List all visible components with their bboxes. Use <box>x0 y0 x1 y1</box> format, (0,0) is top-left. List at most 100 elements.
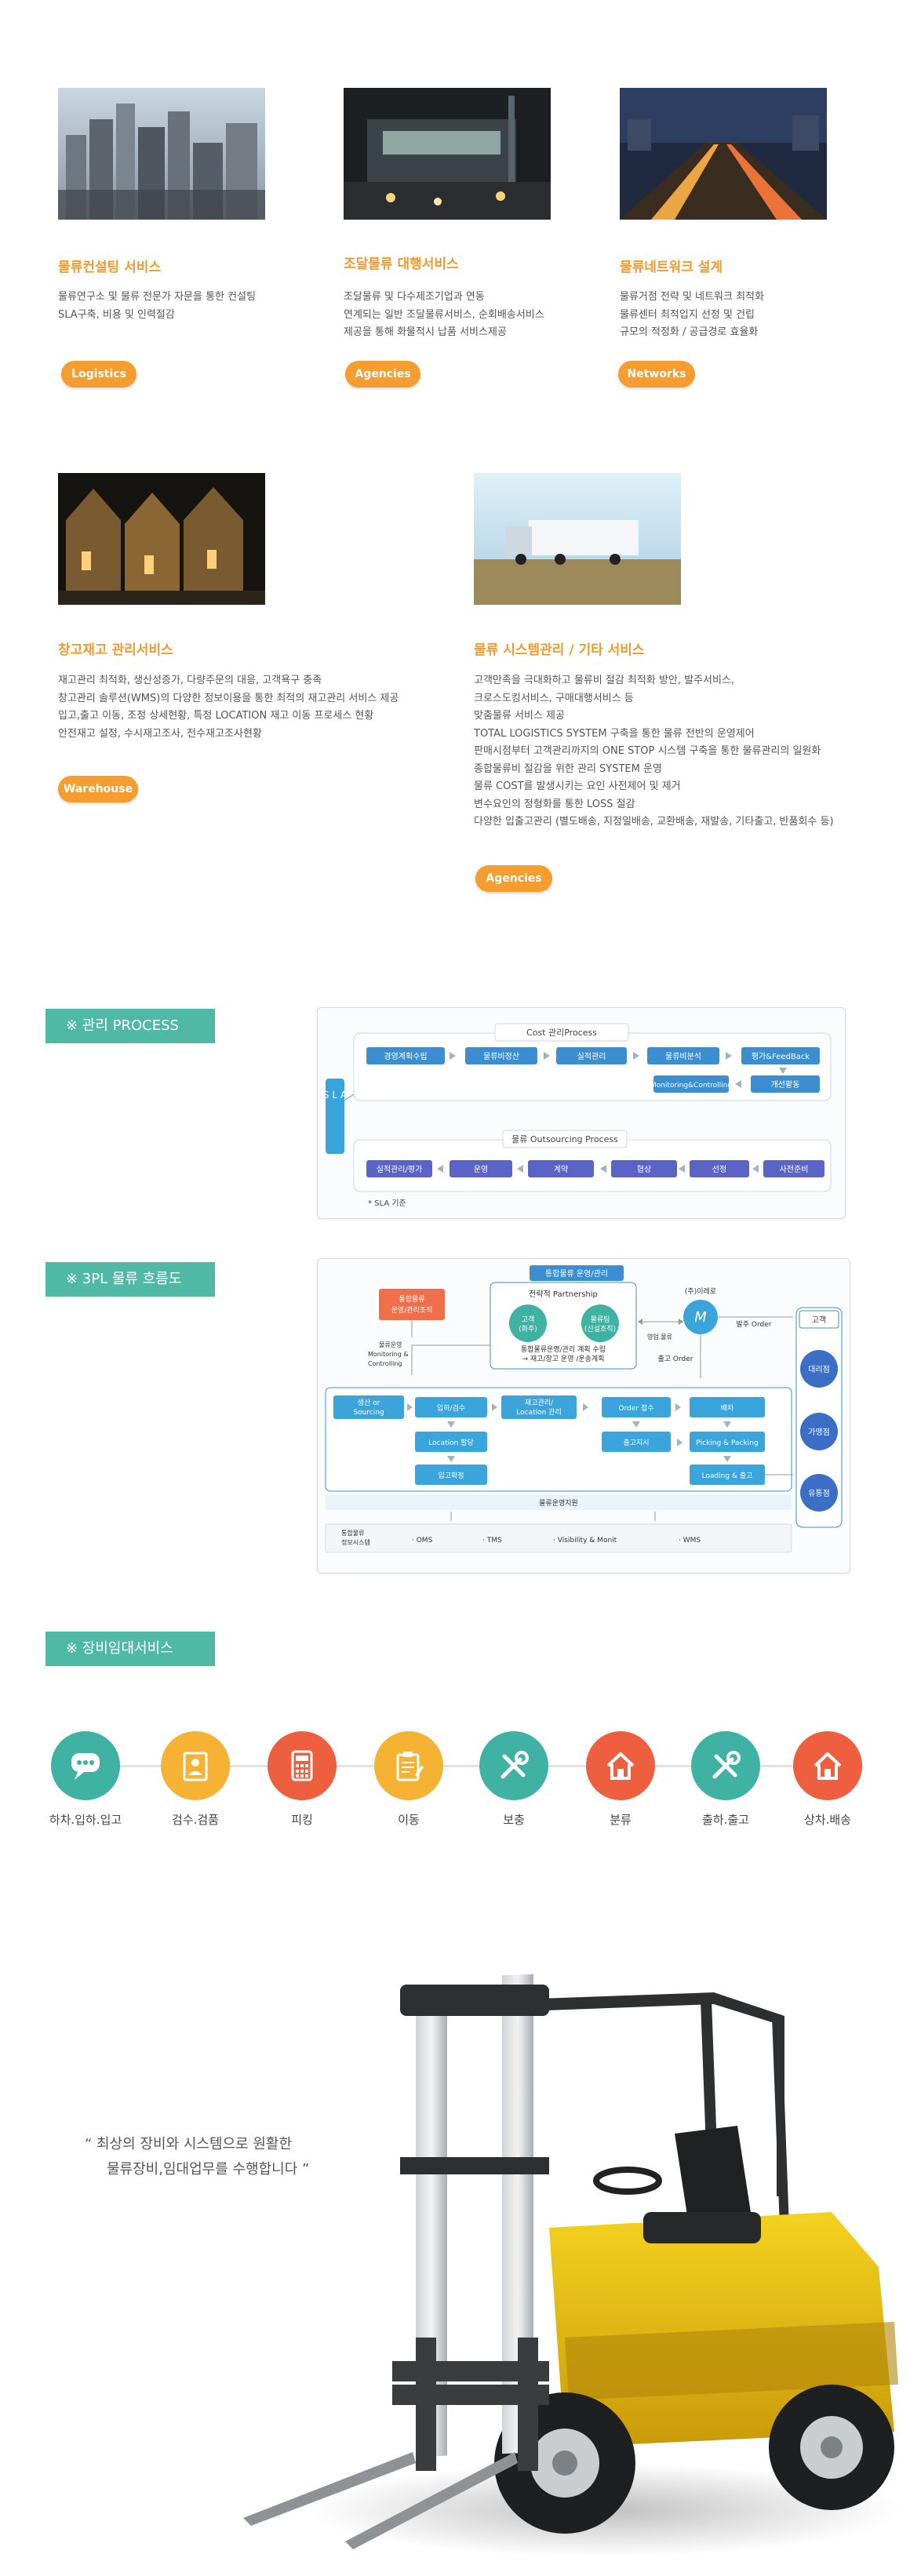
warehouse-button[interactable]: Warehouse <box>58 776 138 802</box>
desc-line: 물류거점 전략 및 네트워크 최적화 <box>620 291 764 303</box>
support-label: 물류운영지원 <box>539 1499 578 1508</box>
rental-item-inspection: 검수.검품 <box>152 1731 238 1828</box>
system-tms: · TMS <box>482 1537 502 1545</box>
house-icon <box>586 1731 655 1800</box>
tools-icon <box>691 1731 760 1800</box>
agencies-button[interactable]: Agencies <box>345 361 420 387</box>
rental-label: 보충 <box>503 1813 525 1827</box>
desc-line: SLA구축, 비용 및 인력절감 <box>58 308 175 321</box>
service-title-system: 물류 시스템관리 / 기타 서비스 <box>474 642 645 658</box>
client-label: 고객 <box>522 1315 535 1324</box>
order-out-label: 출고 Order <box>658 1355 693 1363</box>
rental-label: 하차.입하.입고 <box>49 1813 122 1827</box>
provider-sub: (신설조직) <box>584 1325 616 1333</box>
calculator-icon <box>268 1731 337 1800</box>
desc-line: TOTAL LOGISTICS SYSTEM 구축을 통한 물류 전반의 운영제… <box>474 727 755 740</box>
service-title-network: 물류네트워크 설계 <box>620 260 723 275</box>
system-visibility: · Visibility & Monit <box>553 1537 617 1545</box>
org-box: 통합물류 <box>399 1295 424 1304</box>
service-desc-system: 고객만족을 극대화하고 물류비 절감 최적화 방안, 발주서비스, 크로스도킹서… <box>474 672 834 831</box>
client-sub: (화주) <box>519 1325 537 1333</box>
flow-box-sourcing: 생산 or <box>358 1399 380 1407</box>
customer-franchise: 가맹점 <box>808 1428 830 1437</box>
rental-label: 상차.배송 <box>804 1813 851 1827</box>
desc-line: 종합물류비 절감을 위한 관리 SYSTEM 운영 <box>474 762 662 775</box>
rental-item-picking: 피킹 <box>259 1731 345 1828</box>
service-title-warehouse: 창고재고 관리서비스 <box>58 642 173 658</box>
rental-item-delivery: 상차.배송 <box>784 1731 871 1828</box>
rental-label: 피킹 <box>291 1813 313 1827</box>
rental-label: 분류 <box>610 1813 632 1827</box>
flow-box-order: Order 접수 <box>619 1403 654 1413</box>
process-diagram: Cost 관리Process 경영계획수립 물류비정산 실적관리 물류비분석 평… <box>317 1007 846 1219</box>
cost-step: 물류비정산 <box>483 1052 519 1061</box>
chat-icon <box>51 1731 120 1800</box>
quote-line: 물류장비,임대업무를 수행합니다 ” <box>107 2161 310 2178</box>
desc-line: 연계되는 일반 조달물류서비스, 순회배송서비스 <box>344 308 544 321</box>
warehouse-photo <box>58 473 265 605</box>
order-in-label: 발주 Order <box>737 1320 772 1329</box>
system-label: 정보시스템 <box>341 1538 370 1546</box>
flow-box-confirm: 입고확정 <box>438 1471 464 1480</box>
outsourcing-step: 사전준비 <box>780 1165 809 1174</box>
desc-line: 변수요인의 정형화를 통한 LOSS 절감 <box>474 798 635 810</box>
flow-box-picking: Picking & Packing <box>696 1439 758 1447</box>
monitor-text: Monitoring & <box>368 1351 409 1358</box>
company-logo: M <box>694 1309 707 1326</box>
outsourcing-step: 실적관리/평가 <box>377 1165 423 1174</box>
partnership-desc: 통합물류운영/관리 계획 수립 <box>521 1344 606 1354</box>
service-desc-procurement: 조달물류 및 다수제조기업과 연동 연계되는 일반 조달물류서비스, 순회배송서… <box>344 289 544 342</box>
agencies-button-2[interactable]: Agencies <box>475 865 552 892</box>
sla-label: S L A <box>323 1090 348 1101</box>
logistics-consulting-photo <box>58 88 265 220</box>
sales-label: 영업.물류 <box>647 1333 672 1341</box>
clipboard-icon <box>374 1731 443 1800</box>
networks-button[interactable]: Networks <box>618 361 695 387</box>
desc-line: 맞춤물류 서비스 제공 <box>474 710 565 722</box>
desc-line: 물류연구소 및 물류 전문가 자문을 통한 컨설팅 <box>58 291 257 303</box>
outsourcing-step: 운영 <box>474 1165 488 1174</box>
logistics-button[interactable]: Logistics <box>61 361 136 387</box>
cost-sub-step: 개선활동 <box>771 1079 800 1090</box>
system-oms: · OMS <box>412 1537 433 1545</box>
system-wms: · WMS <box>679 1537 701 1545</box>
procurement-logistics-photo <box>344 88 551 220</box>
flow-box-sourcing: Sourcing <box>353 1409 384 1417</box>
desc-line: 물류 COST를 발생시키는 요인 사전제어 및 제거 <box>474 780 681 792</box>
flow-box-location: Location 할당 <box>428 1439 474 1447</box>
service-title-consulting: 물류컨설팅 서비스 <box>58 260 162 275</box>
outsourcing-process-title: 물류 Outsourcing Process <box>511 1134 618 1144</box>
partnership-desc: → 재고/창고 운영 /운송계획 <box>522 1354 605 1363</box>
desc-line: 조달물류 및 다수제조기업과 연동 <box>344 291 485 303</box>
system-label: 통합물류 <box>341 1530 364 1537</box>
section-rental-header: ※ 장비임대서비스 <box>46 1632 215 1666</box>
desc-line: 물류센터 최적입지 선정 및 건립 <box>620 308 755 321</box>
rental-item-shipping: 출하.출고 <box>682 1731 769 1828</box>
desc-line: 크로스도킹서비스, 구매대행서비스 등 <box>474 692 634 704</box>
flow-diagram: 통합물류 운영/관리 전략적 Partnership 고객 (화주) 물류팀 (… <box>317 1258 850 1574</box>
desc-line: 판매시점부터 고객관리까지의 ONE STOP 시스템 구축을 통한 물류관리의… <box>474 745 821 757</box>
section-process-header: ※ 관리 PROCESS <box>46 1009 215 1043</box>
provider-label: 물류팀 <box>591 1315 610 1324</box>
outsourcing-step: 협상 <box>637 1164 651 1174</box>
outsourcing-step: 계약 <box>554 1165 568 1174</box>
service-desc-warehouse: 재고관리 최적화, 생산성증가, 다량주문의 대응, 고객욕구 충족 창고관리 … <box>58 672 399 743</box>
inspection-icon <box>161 1731 230 1800</box>
cost-step: 평가&FeedBack <box>752 1052 810 1061</box>
org-box: 운영/관리조직 <box>391 1306 433 1315</box>
monitor-text: Controlling <box>368 1360 402 1367</box>
cost-sub-step: Monitoring&Controlling <box>650 1082 732 1090</box>
rental-item-move: 이동 <box>366 1731 452 1828</box>
rental-quote: “ 최상의 장비와 시스템으로 원활한 물류장비,임대업무를 수행합니다 ” <box>85 2132 309 2182</box>
cost-step: 경영계획수립 <box>384 1051 427 1061</box>
desc-line: 고객만족을 극대화하고 물류비 절감 최적화 방안, 발주서비스, <box>474 675 735 686</box>
customer-agency: 대리점 <box>808 1365 830 1374</box>
outsourcing-step: 선정 <box>712 1165 726 1174</box>
rental-timeline <box>86 1765 824 1767</box>
tools-icon <box>479 1731 548 1800</box>
flow-box-ship: 출고지시 <box>623 1439 649 1447</box>
quote-line: “ 최상의 장비와 시스템으로 원활한 <box>85 2136 293 2152</box>
system-management-photo <box>474 473 681 605</box>
cost-step: 실적관리 <box>577 1052 606 1061</box>
rental-item-sort: 분류 <box>577 1731 664 1828</box>
